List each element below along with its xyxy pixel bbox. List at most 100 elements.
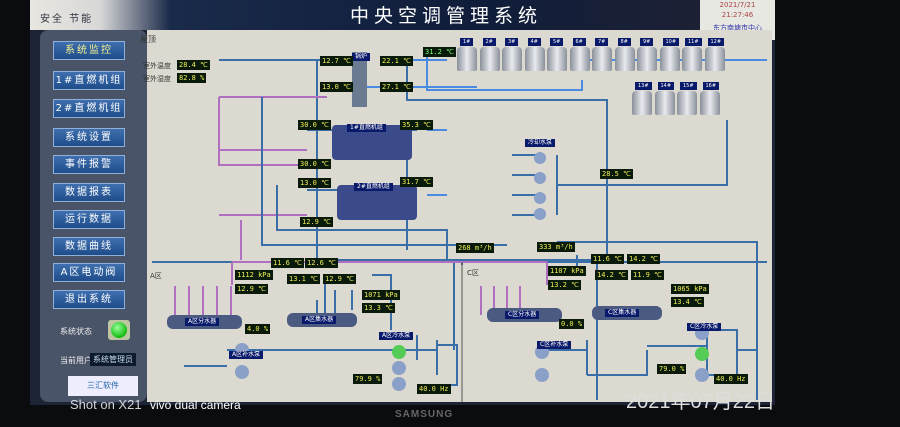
time: 21:27:46 xyxy=(721,11,754,19)
zone-a-collector: A区集水器 xyxy=(302,316,337,324)
cooling-tower-label: 2# xyxy=(482,38,496,46)
outdoor-humidity: 82.8 % xyxy=(177,73,207,83)
status-light-icon xyxy=(111,322,127,338)
zone-c-return-temp: 13.4 ℃ xyxy=(671,297,704,307)
cooling-tower-label: 8# xyxy=(617,38,631,46)
zone-c-pump-valve: 79.0 % xyxy=(657,364,687,374)
zone-a-chw-pump-label: A区冷水泵 xyxy=(379,332,414,340)
zone-c-supply-pressure: 1107 kPa xyxy=(548,266,586,276)
cooling-tower-icon xyxy=(524,47,545,71)
chiller-1-in-temp: 30.0 ℃ xyxy=(298,120,331,130)
cooling-tower-label: 13# xyxy=(635,82,652,90)
nav-chiller-2[interactable]: 2#直燃机组 xyxy=(53,99,125,118)
cooling-tower[interactable]: 11# xyxy=(682,38,702,72)
cooling-tower-label: 4# xyxy=(527,38,541,46)
zone-c-title: C区 xyxy=(467,269,479,277)
zone-c-chw-pump-label: C区冷水泵 xyxy=(687,323,722,331)
nav-run-data[interactable]: 运行数据 xyxy=(53,210,125,229)
cooling-tower-label: 10# xyxy=(662,38,680,46)
zone-a-return-pressure: 1071 kPa xyxy=(362,290,400,300)
temp-readout: 22.1 ℃ xyxy=(380,56,413,66)
cooling-tower[interactable]: 16# xyxy=(699,82,720,116)
cooling-tower[interactable]: 15# xyxy=(677,82,697,116)
title-bar xyxy=(30,0,775,30)
zone-c-supply-temp: 13.2 ℃ xyxy=(548,280,581,290)
cooling-tower[interactable]: 10# xyxy=(659,38,680,72)
zone-a-branch-temp: 12.6 ℃ xyxy=(305,258,338,268)
nav-zone-a-valve[interactable]: A区电动阀 xyxy=(53,263,125,282)
cooling-tower-label: 16# xyxy=(702,82,720,90)
date: 2021/7/21 xyxy=(719,1,756,9)
chiller-1-chw-temp: 30.0 ℃ xyxy=(298,159,331,169)
cooling-tower[interactable]: 1# xyxy=(457,38,477,72)
nav-system-monitor[interactable]: 系统监控 xyxy=(53,41,125,60)
zone-a-valve-opening[interactable]: 4.0 % xyxy=(245,324,271,334)
nav-event-alarm[interactable]: 事件报警 xyxy=(53,155,125,174)
zone-a-frequency: 40.0 Hz xyxy=(417,384,451,394)
zone-c-branch-temp: 11.6 ℃ xyxy=(591,254,624,264)
nav-system-settings[interactable]: 系统设置 xyxy=(53,128,125,147)
company-logo: 三汇软件 xyxy=(68,376,138,396)
cooling-return-temp: 28.5 ℃ xyxy=(600,169,633,179)
chiller-units xyxy=(332,125,417,220)
zone-a-supply-pressure: 1112 kPa xyxy=(235,270,273,280)
nav-exit-system[interactable]: 退出系统 xyxy=(53,290,125,309)
zone-a-pump-valve: 79.9 % xyxy=(353,374,383,384)
cooling-tower-icon xyxy=(592,47,612,71)
camera-watermark-2: vivo dual camera xyxy=(150,398,241,412)
zone-c-distributor: C区分水器 xyxy=(505,311,540,319)
cooling-tower[interactable]: 5# xyxy=(547,38,567,72)
cooling-tower[interactable]: 3# xyxy=(502,38,522,72)
page-title: 中央空调管理系统 xyxy=(350,5,543,27)
sidebar: 系统监控 1#直燃机组 2#直燃机组 系统设置 事件报警 数据报表 运行数据 数… xyxy=(40,30,147,402)
cooling-tower-icon xyxy=(659,47,680,71)
cooling-tower-icon xyxy=(632,91,652,115)
cooling-tower-label: 15# xyxy=(680,82,697,90)
cooling-tower[interactable]: 7# xyxy=(592,38,612,72)
cooling-tower-icon xyxy=(457,47,477,71)
flow-readout-2: 333 m³/h xyxy=(537,242,575,252)
cooling-tower-icon xyxy=(682,47,702,71)
cooling-tower[interactable]: 6# xyxy=(569,38,590,72)
cooling-tower-label: 5# xyxy=(550,38,564,46)
cooling-tower[interactable]: 8# xyxy=(614,38,635,72)
zone-a-title: A区 xyxy=(150,272,162,280)
cooling-tower-label: 9# xyxy=(640,38,654,46)
zone-c-valve-opening[interactable]: 0.0 % xyxy=(559,319,585,329)
current-user: 系统管理员 xyxy=(90,353,136,366)
cooling-tower-label: 12# xyxy=(707,38,725,46)
tagline: 安全 节能 xyxy=(40,14,94,25)
chiller-1-out-temp: 35.3 ℃ xyxy=(400,120,433,130)
zone-c-branch-temp: 14.2 ℃ xyxy=(595,270,628,280)
outdoor-humidity-label: 室外湿度 xyxy=(143,75,171,83)
chiller-2-in-temp: 13.0 ℃ xyxy=(298,178,331,188)
outdoor-temp: 28.4 ℃ xyxy=(177,60,210,70)
nav-data-report[interactable]: 数据报表 xyxy=(53,183,125,202)
cooling-tower[interactable]: 4# xyxy=(524,38,545,72)
system-diagram: 1#2#3#4#5#6#7#8#9#10#11#12#13#14#15#16# … xyxy=(140,30,772,402)
temp-readout: 13.0 ℃ xyxy=(320,82,353,92)
cooling-tower-label: 1# xyxy=(460,38,474,46)
cooling-tower[interactable]: 2# xyxy=(479,38,500,72)
flow-readout-1: 268 m³/h xyxy=(456,243,494,253)
cooling-tower-label: 14# xyxy=(657,82,675,90)
cooling-tower[interactable]: 12# xyxy=(704,38,725,72)
nav-chiller-1[interactable]: 1#直燃机组 xyxy=(53,71,125,90)
chiller-2-label: 2#直燃机组 xyxy=(354,183,393,191)
cooling-tower-label: 7# xyxy=(595,38,609,46)
zone-c-frequency: 40.0 Hz xyxy=(714,374,748,384)
zone-a-makeup-pump-label: A区补水泵 xyxy=(229,351,264,359)
temp-readout: 12.7 ℃ xyxy=(320,56,353,66)
location: 东方南塘市中心 xyxy=(713,24,762,32)
photo-datestamp: 2021年07月22日 xyxy=(626,391,775,413)
tower-supply-temp: 31.2 ℃ xyxy=(423,47,456,57)
cooling-tower[interactable]: 14# xyxy=(654,82,675,116)
cooling-tower-label: 3# xyxy=(505,38,519,46)
cooling-tower[interactable]: 9# xyxy=(637,38,657,72)
camera-watermark: Shot on X21 xyxy=(70,397,142,412)
cooling-tower[interactable]: 13# xyxy=(632,82,652,116)
zone-c-collector: C区集水器 xyxy=(605,309,640,317)
header-manifold-label: 锅炉 xyxy=(352,53,371,61)
zone-a-branch-temp: 11.6 ℃ xyxy=(271,258,304,268)
nav-data-curve[interactable]: 数据曲线 xyxy=(53,237,125,256)
